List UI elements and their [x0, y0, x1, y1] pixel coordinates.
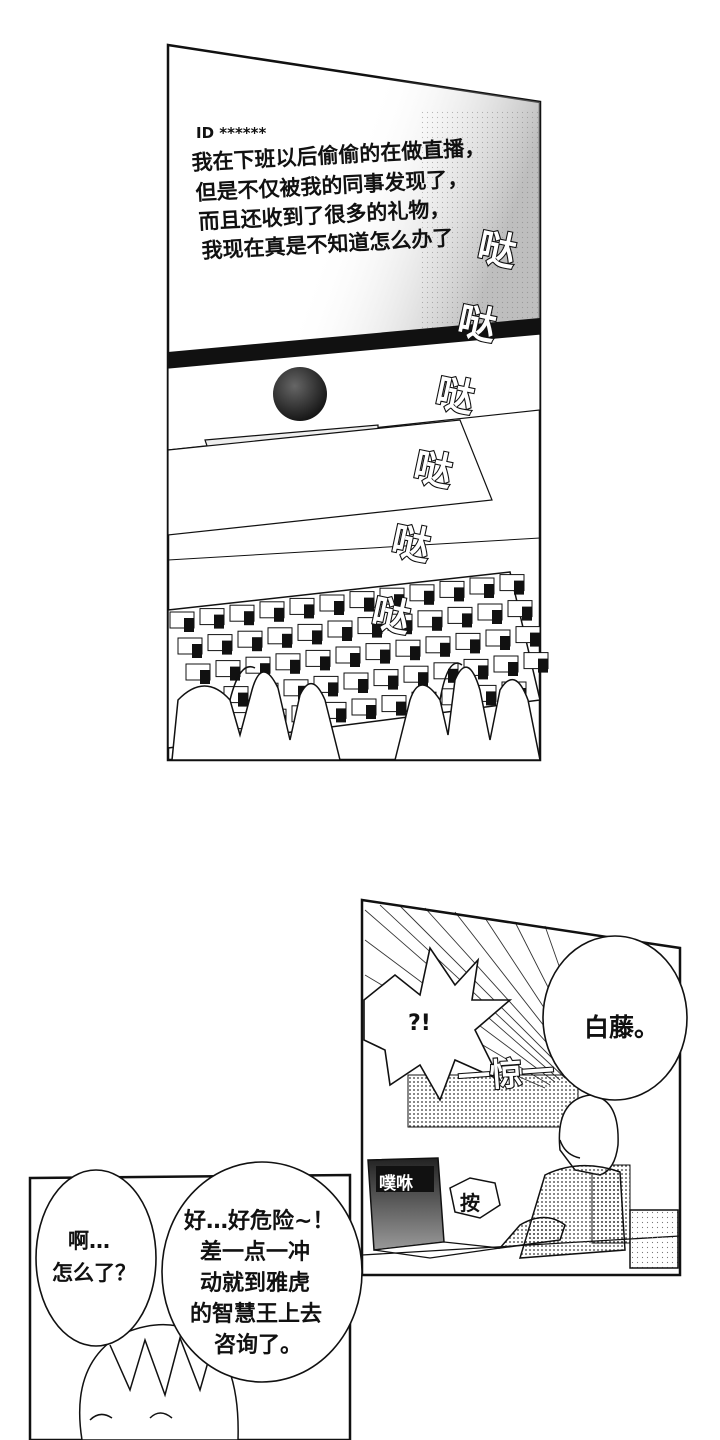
- post-id: ID ******: [196, 124, 266, 142]
- webcam-icon: [273, 367, 327, 421]
- panel-2: 噗咻 按 ?! 白藤。 一惊一: [360, 898, 688, 1277]
- bubble-line: 差一点一冲: [200, 1239, 310, 1265]
- speech-bubble-round: [542, 935, 688, 1101]
- laptop: 噗咻: [367, 1157, 501, 1259]
- character-seated: [498, 1094, 679, 1269]
- bubble-line: 咨询了。: [214, 1332, 302, 1358]
- bubble-line: 好…好危险~！: [183, 1208, 334, 1234]
- typing-sfx: 哒: [388, 518, 434, 569]
- bubble-line: 的智慧王上去: [190, 1301, 322, 1327]
- bubble-line: 啊…: [68, 1229, 110, 1253]
- speech-bubble-left: [35, 1169, 157, 1347]
- hands: [171, 662, 541, 761]
- panel-1: ID ****** 我在下班以后偷偷的在做直播， 但是不仅被我的同事发现了， 而…: [166, 43, 549, 762]
- press-sfx: 按: [460, 1191, 480, 1215]
- bubble-exclaim: ?!: [408, 1011, 431, 1036]
- typing-sfx: 哒: [368, 590, 414, 641]
- laptop-sfx: 噗咻: [379, 1173, 413, 1194]
- panel-3: 啊… 怎么了？ 好…好危险~！ 差一点一冲 动就到雅虎 的智慧王上去 咨询了。: [28, 1161, 363, 1440]
- bubble-name: 白藤。: [584, 1013, 659, 1042]
- speech-bubble-right: [161, 1161, 363, 1383]
- bubble-line: 怎么了？: [52, 1261, 136, 1285]
- bubble-line: 动就到雅虎: [200, 1270, 310, 1296]
- press-sfx-burst: [449, 1177, 501, 1219]
- speech-bubble-jagged: [363, 945, 513, 1102]
- surprise-sfx: 一惊一: [457, 1052, 555, 1097]
- typing-sfx-group: 哒 哒 哒 哒 哒 哒: [367, 223, 522, 642]
